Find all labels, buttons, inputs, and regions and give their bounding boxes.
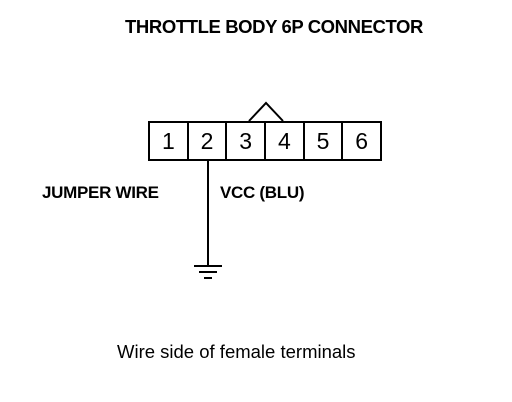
connector-pin-2: 2 — [189, 123, 228, 159]
connector-pin-4: 4 — [266, 123, 305, 159]
jumper-wire-label: JUMPER WIRE — [42, 183, 159, 202]
connector-pin-6: 6 — [355, 127, 369, 154]
vcc-label: VCC (BLU) — [220, 183, 305, 202]
connector-pin-5: 5 — [305, 123, 344, 159]
throttle-body-connector: 1 2 3 4 5 6 — [148, 121, 382, 161]
connector-pin-3: 3 — [227, 123, 267, 159]
diagram-title: THROTTLE BODY 6P CONNECTOR — [125, 16, 423, 37]
diagram-caption: Wire side of female terminals — [117, 341, 356, 362]
ground-icon — [194, 265, 222, 279]
connector-pin-1: 1 — [150, 123, 189, 159]
connector-lock-tab — [248, 101, 284, 122]
